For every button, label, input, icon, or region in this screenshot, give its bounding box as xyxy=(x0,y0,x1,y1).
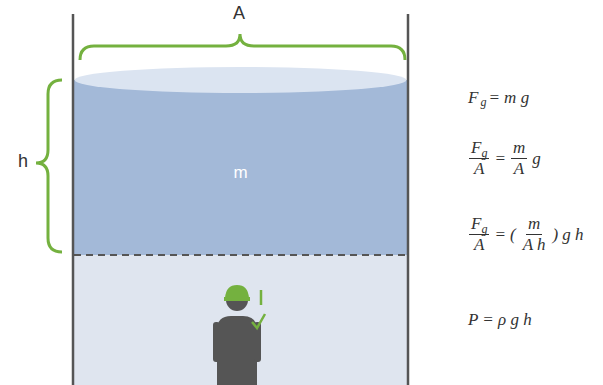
dashed-line xyxy=(74,254,407,256)
subscript: g xyxy=(480,95,486,110)
formula: FgA= (mA h)g h xyxy=(466,214,586,255)
water-body xyxy=(74,80,407,255)
formula-term: m xyxy=(513,138,525,158)
formula-term: P = ρ g h xyxy=(468,310,532,330)
denominator: A xyxy=(512,159,526,179)
subscript: g xyxy=(481,146,487,161)
denominator: A xyxy=(472,159,486,179)
formula-term: F xyxy=(468,88,478,108)
height-brace xyxy=(36,80,62,252)
numerator: Fg xyxy=(469,214,489,235)
numerator: m xyxy=(511,138,527,159)
width-brace xyxy=(80,34,405,60)
air-region xyxy=(74,255,407,385)
tank-wall xyxy=(407,14,410,385)
formula-term: A xyxy=(474,235,484,255)
formula-term: F xyxy=(471,138,481,158)
formula-term: = xyxy=(494,149,505,169)
formula-term: = m g xyxy=(488,88,529,108)
fraction: mA h xyxy=(521,214,548,255)
width-label: A xyxy=(233,3,245,24)
formula-term: g xyxy=(532,149,541,169)
formula-term: ) xyxy=(553,225,559,245)
formula-term: = ( xyxy=(494,225,515,245)
formula: FgA=mAg xyxy=(466,138,543,179)
water-surface xyxy=(75,67,407,93)
height-label: h xyxy=(18,151,28,172)
formula-term: m xyxy=(528,214,540,234)
formula-term: g h xyxy=(562,225,583,245)
numerator: m xyxy=(526,214,542,235)
numerator: Fg xyxy=(469,138,489,159)
formula-term: A h xyxy=(523,235,546,255)
formula-term: A xyxy=(514,159,524,179)
denominator: A h xyxy=(521,235,548,255)
person-icon xyxy=(213,285,265,385)
fraction: mA xyxy=(511,138,527,179)
tank-wall xyxy=(72,14,75,385)
denominator: A xyxy=(472,235,486,255)
formula: P = ρ g h xyxy=(466,310,534,330)
fraction: FgA xyxy=(469,138,489,179)
mass-label: m xyxy=(233,163,247,183)
fraction: FgA xyxy=(469,214,489,255)
formula: Fg= m g xyxy=(466,88,531,108)
formula-term: F xyxy=(471,214,481,234)
water-region: m xyxy=(74,95,407,250)
subscript: g xyxy=(481,222,487,237)
formula-term: A xyxy=(474,159,484,179)
